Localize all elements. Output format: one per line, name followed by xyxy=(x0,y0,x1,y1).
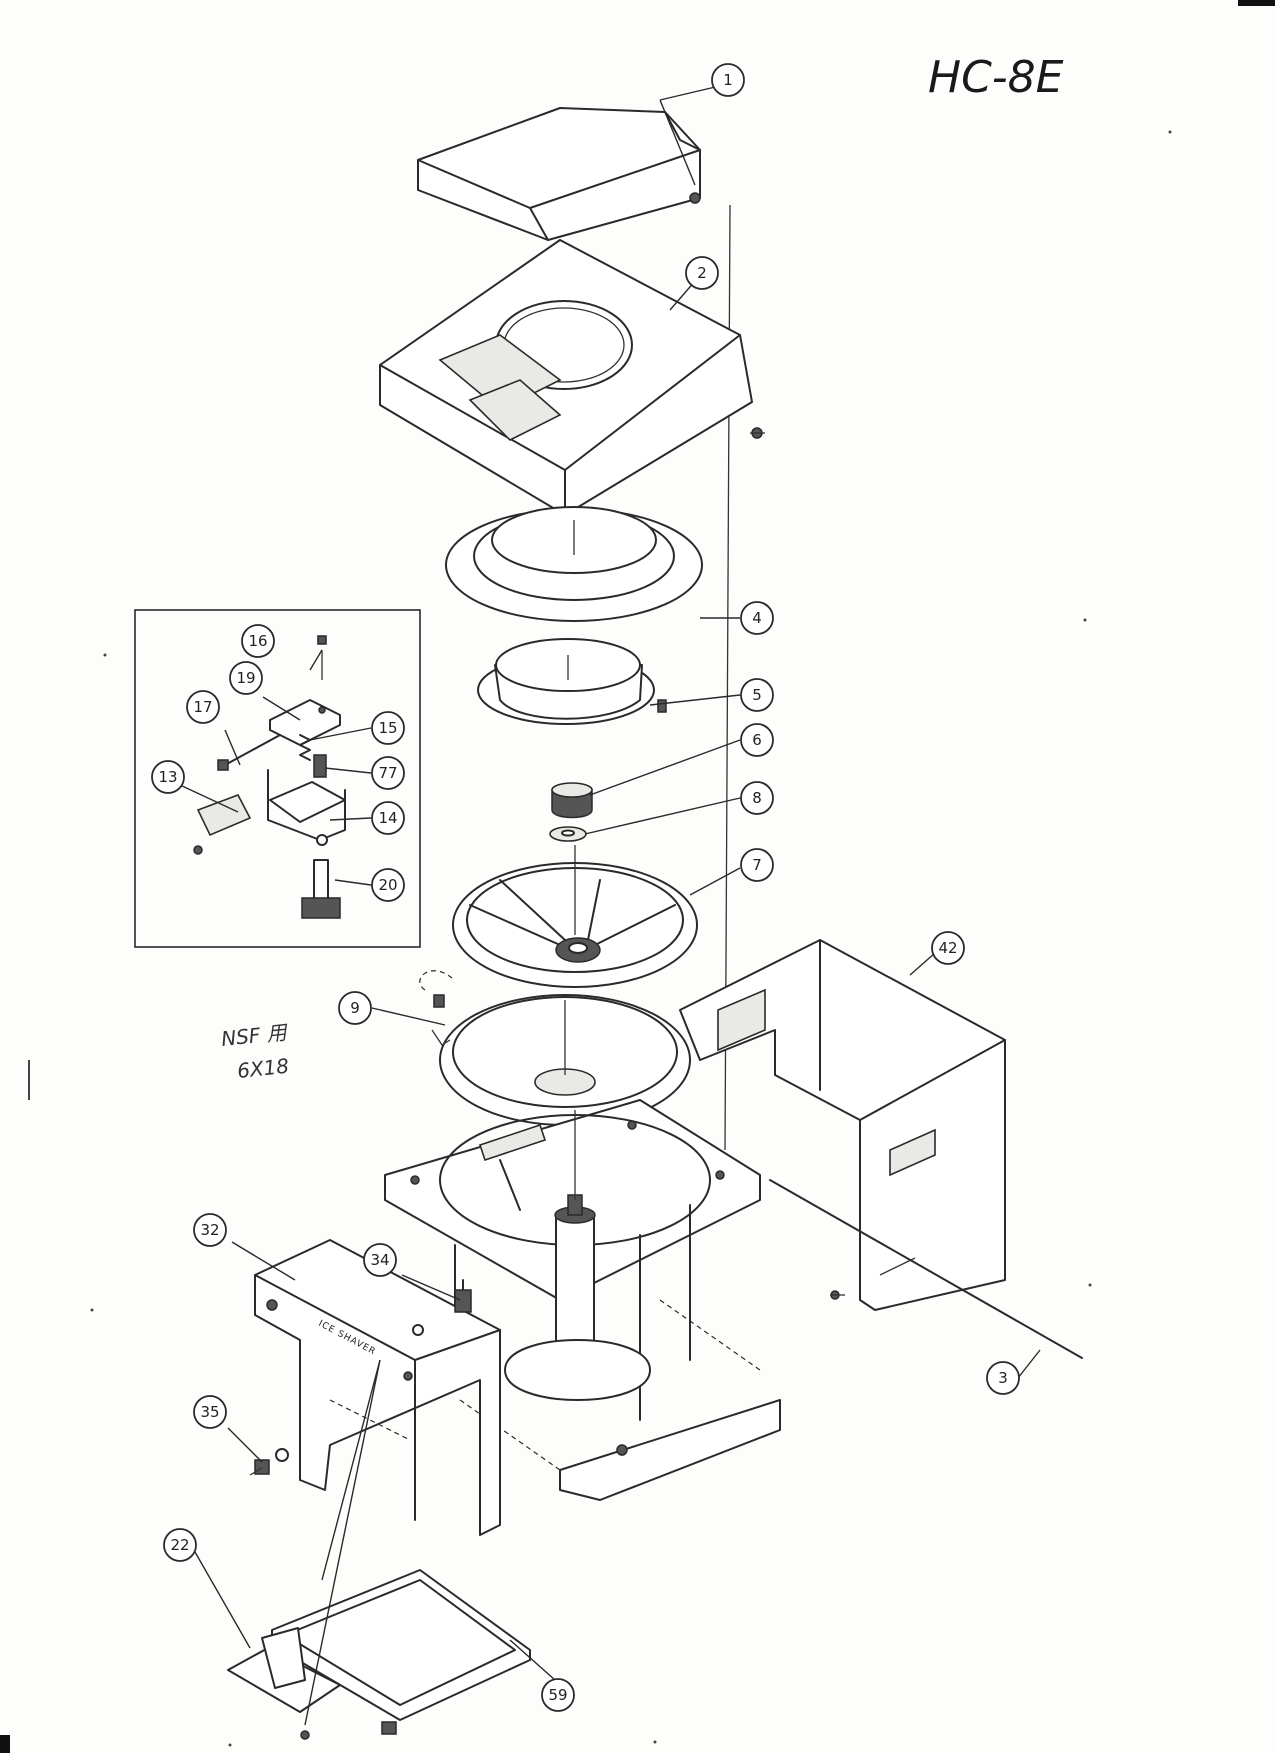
callout-32-label: 32 xyxy=(200,1221,219,1239)
callout-20-label: 20 xyxy=(378,876,397,894)
callout-59-label: 59 xyxy=(548,1686,567,1704)
callout-34-label: 34 xyxy=(370,1251,389,1269)
callout-42-label: 42 xyxy=(938,939,957,957)
callout-17: 17 xyxy=(186,690,220,724)
callout-16: 16 xyxy=(241,624,275,658)
callout-3-label: 3 xyxy=(998,1369,1008,1387)
part-22-foot xyxy=(227,1627,341,1740)
callout-5: 5 xyxy=(740,678,774,712)
handwritten-note-line1: NSF 用 xyxy=(220,1020,290,1051)
part-35-screw xyxy=(249,1448,289,1476)
part-5-holder-ring xyxy=(477,638,667,725)
scan-edge-mark xyxy=(0,1735,10,1753)
callout-77: 77 xyxy=(371,756,405,790)
callout-9: 9 xyxy=(338,991,372,1025)
callout-8: 8 xyxy=(740,781,774,815)
callout-6-label: 6 xyxy=(752,731,762,749)
leader-lines xyxy=(179,83,1041,1726)
scan-edge-mark xyxy=(1238,0,1275,6)
part-4-ring-tray xyxy=(445,506,703,622)
callout-32: 32 xyxy=(193,1213,227,1247)
callout-15: 15 xyxy=(371,711,405,745)
callout-35: 35 xyxy=(193,1395,227,1429)
callout-17-label: 17 xyxy=(193,698,212,716)
callout-3: 3 xyxy=(986,1361,1020,1395)
part-3-rod xyxy=(769,1179,1083,1359)
part-1-top-cover xyxy=(417,107,701,241)
scan-specks xyxy=(28,130,1172,1747)
callout-1-label: 1 xyxy=(723,71,733,89)
callout-2: 2 xyxy=(685,256,719,290)
callout-35-label: 35 xyxy=(200,1403,219,1421)
callout-14-label: 14 xyxy=(378,809,397,827)
callout-14: 14 xyxy=(371,801,405,835)
callout-2-label: 2 xyxy=(697,264,707,282)
callout-19: 19 xyxy=(229,661,263,695)
callout-34: 34 xyxy=(363,1243,397,1277)
part-32-front-panel: ICE SHAVER xyxy=(254,1239,501,1536)
callout-4-label: 4 xyxy=(752,609,762,627)
part-34-switch xyxy=(412,1279,472,1336)
handwritten-note-line2: 6X18 xyxy=(236,1054,290,1083)
callout-22: 22 xyxy=(163,1528,197,1562)
base-frame-assembly xyxy=(384,1099,781,1501)
callout-7-label: 7 xyxy=(752,856,762,874)
part-59-drip-tray xyxy=(271,1569,531,1735)
callout-13: 13 xyxy=(151,760,185,794)
callout-19-label: 19 xyxy=(236,669,255,687)
part-6-nut xyxy=(551,782,593,819)
handwritten-note: NSF 用 6X18 xyxy=(220,1020,290,1083)
callout-15-label: 15 xyxy=(378,719,397,737)
callout-8-label: 8 xyxy=(752,789,762,807)
part-9-hopper-bowl xyxy=(419,970,691,1126)
callout-22-label: 22 xyxy=(170,1536,189,1554)
part-8-washer xyxy=(549,826,587,842)
callout-59: 59 xyxy=(541,1678,575,1712)
callout-6: 6 xyxy=(740,723,774,757)
model-title: HC-8E xyxy=(928,52,1064,103)
callout-9-label: 9 xyxy=(350,999,360,1017)
callout-16-label: 16 xyxy=(248,632,267,650)
callout-5-label: 5 xyxy=(752,686,762,704)
part-42-side-panel xyxy=(679,939,1006,1311)
callout-20: 20 xyxy=(371,868,405,902)
callout-77-label: 77 xyxy=(378,764,397,782)
callout-7: 7 xyxy=(740,848,774,882)
part-7-blade-disk xyxy=(452,845,698,988)
callout-1: 1 xyxy=(711,63,745,97)
callout-42: 42 xyxy=(931,931,965,965)
callout-13-label: 13 xyxy=(158,768,177,786)
part-2-top-housing xyxy=(379,239,765,516)
callout-4: 4 xyxy=(740,601,774,635)
inset-detail-box xyxy=(134,609,421,948)
